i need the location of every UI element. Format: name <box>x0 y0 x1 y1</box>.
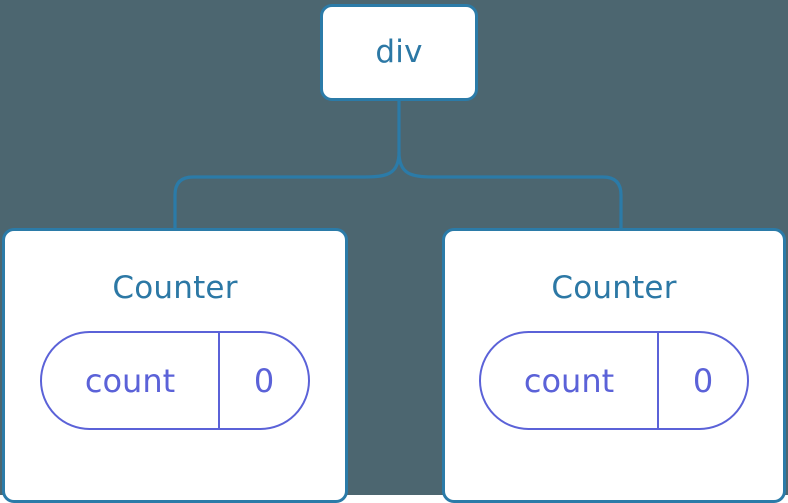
node-counter-0-title: Counter <box>112 270 238 306</box>
node-div-label: div <box>375 34 423 70</box>
node-counter-1-title: Counter <box>551 270 677 306</box>
node-counter-1[interactable]: Counter count 0 <box>442 228 786 503</box>
node-counter-0[interactable]: Counter count 0 <box>2 228 348 503</box>
state-pill-counter-0[interactable]: count 0 <box>40 331 310 430</box>
connector-branch-right <box>397 151 623 231</box>
state-pill-counter-1[interactable]: count 0 <box>479 331 749 430</box>
state-name-counter-0: count <box>84 361 176 400</box>
connector-branch-left <box>173 151 401 231</box>
state-value-counter-0: 0 <box>218 333 308 428</box>
node-div[interactable]: div <box>320 4 478 101</box>
state-name-counter-1: count <box>523 361 615 400</box>
state-value-counter-1: 0 <box>657 333 747 428</box>
